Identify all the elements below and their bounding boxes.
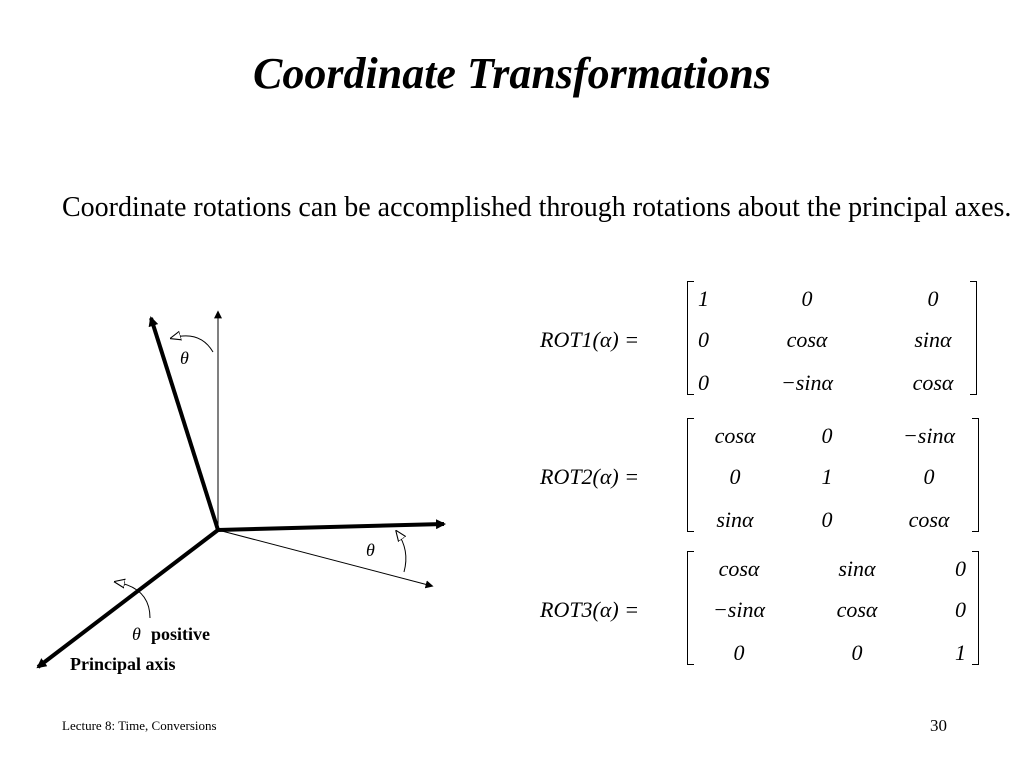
rot2-cell: 0 [821, 507, 833, 532]
slide-title: Coordinate Transformations [253, 49, 771, 98]
rot2-cell: 0 [729, 464, 741, 489]
rotation-arc-right [397, 532, 406, 573]
rot2-label: ROT2(α) = [540, 464, 640, 489]
page-number: 30 [930, 716, 947, 735]
principal-axis [36, 528, 220, 669]
rot2-cell: 0 [821, 423, 833, 448]
rot2-cell: sinα [716, 507, 754, 532]
rot3-cell: 0 [955, 597, 966, 622]
rot1-left-bracket [687, 281, 694, 395]
rot2-left-bracket [687, 418, 694, 532]
principal-axis-label: Principal axis [70, 654, 176, 674]
theta-label-top: θ [180, 348, 189, 368]
rotated-horizontal-axis [217, 519, 446, 532]
rot3-cell: cosα [836, 597, 878, 622]
original-horizontal-axis [217, 529, 434, 589]
rotated-vertical-axis [148, 316, 220, 531]
rot3-left-bracket [687, 551, 694, 665]
rot1-cell: 0 [698, 370, 709, 395]
rot3-cell: cosα [718, 556, 760, 581]
rot1-cell: 0 [801, 286, 813, 311]
rot1-cell: sinα [914, 327, 952, 352]
footer-lecture-title: Lecture 8: Time, Conversions [62, 718, 217, 733]
rot3-cell: 1 [955, 640, 966, 665]
rot1-cell: cosα [912, 370, 954, 395]
rot1-right-bracket [970, 281, 977, 395]
rot1-cell: 1 [698, 286, 709, 311]
rot3-cell: sinα [838, 556, 876, 581]
rot1-cell: 0 [927, 286, 939, 311]
rot3-cell: −sinα [712, 597, 766, 622]
rot2-cell: −sinα [902, 423, 956, 448]
rot1-cell: cosα [786, 327, 828, 352]
rot1-label: ROT1(α) = [540, 327, 640, 352]
theta-label-right: θ [366, 540, 375, 560]
rot3-cell: 0 [955, 556, 966, 581]
rot3-cell: 0 [733, 640, 745, 665]
rotation-arc-bottom [116, 582, 151, 619]
rot2-right-bracket [972, 418, 979, 532]
rot3-label: ROT3(α) = [540, 597, 640, 622]
rot2-cell: 1 [821, 464, 833, 489]
bullet-text: Coordinate rotations can be accomplished… [62, 192, 1012, 223]
theta-label-bottom: θ [132, 624, 141, 644]
rot2-cell: 0 [923, 464, 935, 489]
rot3-right-bracket [972, 551, 979, 665]
rotation-arc-top [172, 336, 214, 353]
rot1-cell: 0 [698, 327, 709, 352]
rot1-cell: −sinα [780, 370, 834, 395]
rotation-axes-figure: θ θ θ positive Principal axis [36, 310, 446, 674]
rot2-cell: cosα [908, 507, 950, 532]
positive-label: positive [151, 624, 210, 644]
rot2-cell: cosα [714, 423, 756, 448]
rot3-cell: 0 [851, 640, 863, 665]
